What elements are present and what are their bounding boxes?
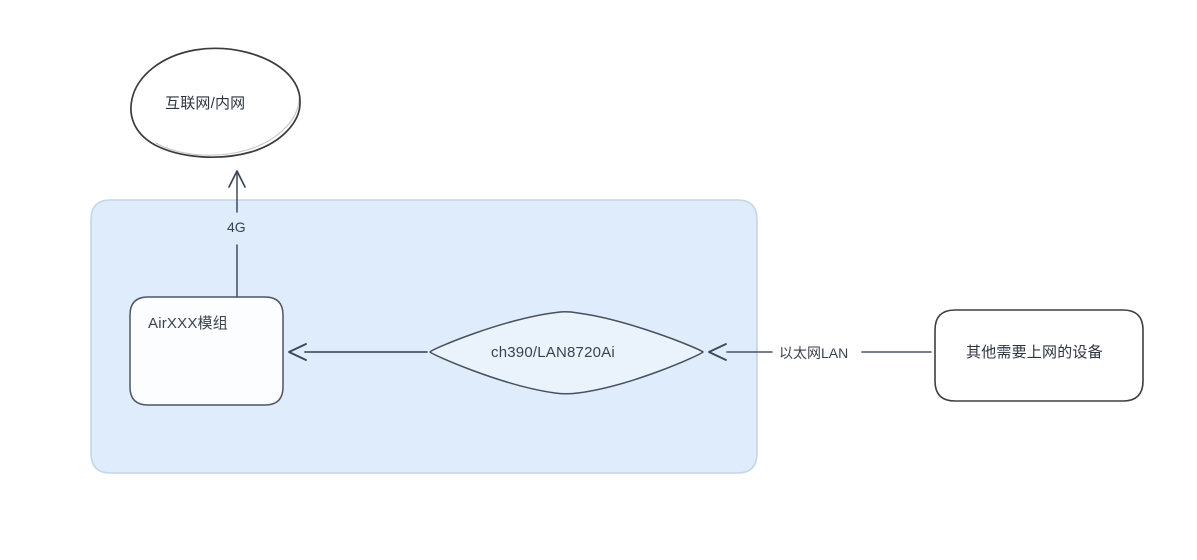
edge-devices-to-phy[interactable]: [708, 343, 932, 361]
module-rect-shape: [129, 296, 284, 406]
edge-4g-arrowhead: [228, 170, 246, 188]
edge-module-to-internet[interactable]: [228, 170, 246, 298]
internet-ellipse-sketch-overlay: [155, 97, 300, 156]
devices-rect-shape: [934, 309, 1144, 402]
phy-node-label: ch390/LAN8720Ai: [491, 344, 615, 361]
module-node-label: AirXXX模组: [148, 315, 228, 332]
edge-label-4g: 4G: [227, 219, 246, 235]
edge-lan-arrowhead: [708, 343, 727, 361]
internet-node-label: 互联网/内网: [165, 95, 246, 112]
devices-node-label: 其他需要上网的设备: [966, 344, 1103, 361]
phy-diamond-shape: [429, 311, 704, 395]
module-node[interactable]: [129, 296, 284, 406]
internet-ellipse-shape: [130, 47, 301, 159]
internet-node[interactable]: [130, 47, 301, 159]
edge-phy-module-arrowhead: [288, 343, 307, 361]
devices-node[interactable]: [934, 309, 1144, 402]
edge-phy-to-module[interactable]: [288, 343, 428, 361]
edge-label-ethernet-lan: 以太网LAN: [779, 345, 849, 361]
phy-node[interactable]: [429, 311, 704, 395]
